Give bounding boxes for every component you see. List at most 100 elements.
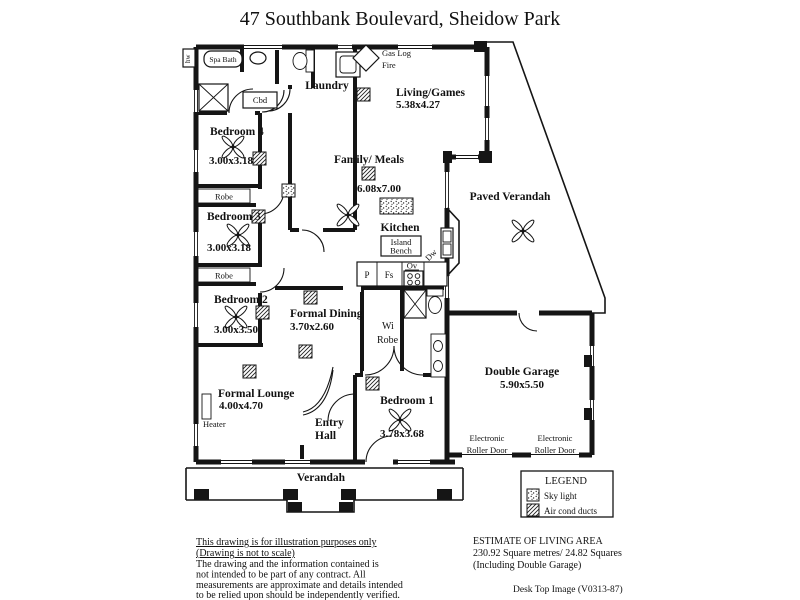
gas-log-fire-label-2: Fire [382, 60, 396, 70]
disclaimer-line-4: not intended to be part of any contract.… [196, 570, 366, 581]
air-cond-duct-icon [361, 166, 376, 181]
spa-bath-label: Spa Bath [209, 55, 237, 64]
kitchen-fittings: Island Bench P Fs Ov Dw [281, 183, 460, 287]
robe-closet: Robe [197, 267, 251, 283]
room-label-bedroom3: Bedroom 3 [207, 211, 261, 223]
room-dims-bedroom4: 3.00x3.18 [209, 155, 254, 167]
room-label-entry-hall-1: Entry [315, 417, 344, 429]
room-dims-living-games: 5.38x4.27 [396, 99, 441, 111]
room-label-paved-verandah: Paved Verandah [470, 191, 551, 203]
door-arcs [228, 88, 538, 463]
gas-log-fire-label-1: Gas Log [382, 48, 412, 58]
island-bench-label-1: Island [391, 237, 413, 247]
kitchen-counter: P Fs [356, 261, 448, 287]
cupboard-box [242, 91, 278, 109]
oven-label: Ov [407, 261, 418, 271]
legend-item-air-cond: Air cond ducts [544, 506, 597, 516]
air-cond-duct-icon [242, 364, 257, 379]
disclaimer-line-1: This drawing is for illustration purpose… [196, 537, 377, 548]
room-labels: Bedroom 4 3.00x3.18 Bedroom 3 3.00x3.18 … [207, 80, 576, 484]
air-cond-duct-icon [252, 151, 267, 166]
roller-door-label-1a: Electronic [470, 433, 505, 443]
legend-title: LEGEND [545, 476, 587, 487]
room-label-laundry: Laundry [305, 80, 349, 92]
door-openings [227, 89, 579, 466]
legend: LEGEND Sky light Air cond ducts [520, 470, 614, 518]
disclaimer-line-5: measurements are approximate and details… [196, 580, 403, 591]
windows [193, 44, 595, 465]
room-label-kitchen: Kitchen [381, 222, 421, 234]
ceiling-fan-icon [510, 218, 536, 244]
room-label-formal-lounge: Formal Lounge [218, 388, 294, 400]
room-dims-formal-lounge: 4.00x4.70 [219, 400, 264, 412]
room-label-bedroom1: Bedroom 1 [380, 395, 434, 407]
sky-light-icon [379, 197, 414, 215]
room-dims-bedroom3: 3.00x3.18 [207, 242, 252, 254]
room-label-double-garage: Double Garage [485, 366, 559, 378]
shower-icon [403, 289, 427, 319]
room-label-formal-dining: Formal Dining [290, 308, 363, 320]
footer: This drawing is for illustration purpose… [196, 536, 623, 600]
cooktop-icon [403, 270, 424, 287]
sky-light-icon [526, 488, 540, 502]
room-label-entry-hall-2: Hall [315, 430, 336, 442]
legend-item-sky-light: Sky light [544, 491, 577, 501]
heater-label: Heater [203, 419, 226, 429]
spa-bath-tub [203, 50, 243, 68]
room-label-wi-robe-2: Robe [377, 335, 399, 346]
bathroom-fittings [403, 288, 447, 378]
room-dims-bedroom1: 3.78x3.68 [380, 428, 425, 440]
estimate-line-1: 230.92 Square metres/ 24.82 Squares [473, 548, 622, 559]
page-title: 47 Southbank Boulevard, Sheidow Park [240, 8, 561, 30]
paved-verandah-boundary [487, 41, 606, 314]
robe-label: Robe [215, 192, 233, 202]
room-label-living-games: Living/Games [396, 87, 466, 99]
roller-door-label-2a: Electronic [538, 433, 573, 443]
estimate-title: ESTIMATE OF LIVING AREA [473, 536, 603, 547]
shower-icon [198, 83, 229, 112]
air-cond-duct-icon [526, 503, 540, 517]
air-cond-duct-icon [255, 305, 270, 320]
robe-label: Robe [215, 271, 233, 281]
room-label-bedroom2: Bedroom 2 [214, 294, 268, 306]
heater-unit: Heater [201, 393, 226, 429]
fridge-space-label: Fs [385, 270, 394, 280]
pantry-label: P [364, 270, 369, 280]
robe-closet: Robe [197, 188, 251, 204]
room-dims-formal-dining: 3.70x2.60 [290, 321, 335, 333]
hot-water-label: hw [184, 54, 192, 64]
room-label-wi-robe-1: Wi [382, 321, 394, 332]
island-bench-label-2: Bench [390, 246, 412, 256]
hot-water-unit: hw [182, 48, 196, 68]
air-cond-duct-icon [298, 344, 313, 359]
estimate-line-2: (Including Double Garage) [473, 560, 581, 571]
front-verandah [185, 467, 464, 513]
room-label-family-meals: Family/ Meals [334, 154, 404, 166]
air-cond-duct-icon [365, 376, 380, 391]
credit-line: Desk Top Image (V0313-87) [513, 584, 623, 595]
fixtures: Spa Bath Cbd hw Gas Log Fire Robe [182, 44, 412, 429]
room-dims-double-garage: 5.90x5.50 [500, 379, 545, 391]
kitchen-sink-bay [440, 207, 460, 277]
sky-light-icon [281, 183, 296, 198]
air-cond-duct-icon [356, 87, 371, 102]
wall-posts [443, 41, 592, 420]
room-dims-family-meals: 6.08x7.00 [357, 183, 402, 195]
gas-log-fire-icon [352, 44, 380, 72]
air-cond-duct-icon [303, 290, 318, 305]
disclaimer-line-6: to be relied upon should be independentl… [196, 590, 400, 600]
cupboard-label: Cbd [253, 95, 268, 105]
room-dims-bedroom2: 3.00x3.50 [214, 324, 259, 336]
room-label-verandah: Verandah [297, 472, 346, 484]
toilet-icon [292, 49, 315, 73]
vanity-icon [430, 333, 447, 378]
disclaimer-line-3: The drawing and the information containe… [196, 559, 379, 570]
toilet-icon [426, 288, 444, 314]
roller-door-label-2b: Roller Door [535, 445, 576, 455]
basin-icon [249, 51, 267, 65]
room-label-bedroom4: Bedroom 4 [210, 126, 264, 138]
roller-door-label-1b: Roller Door [467, 445, 508, 455]
island-bench: Island Bench [380, 235, 422, 257]
